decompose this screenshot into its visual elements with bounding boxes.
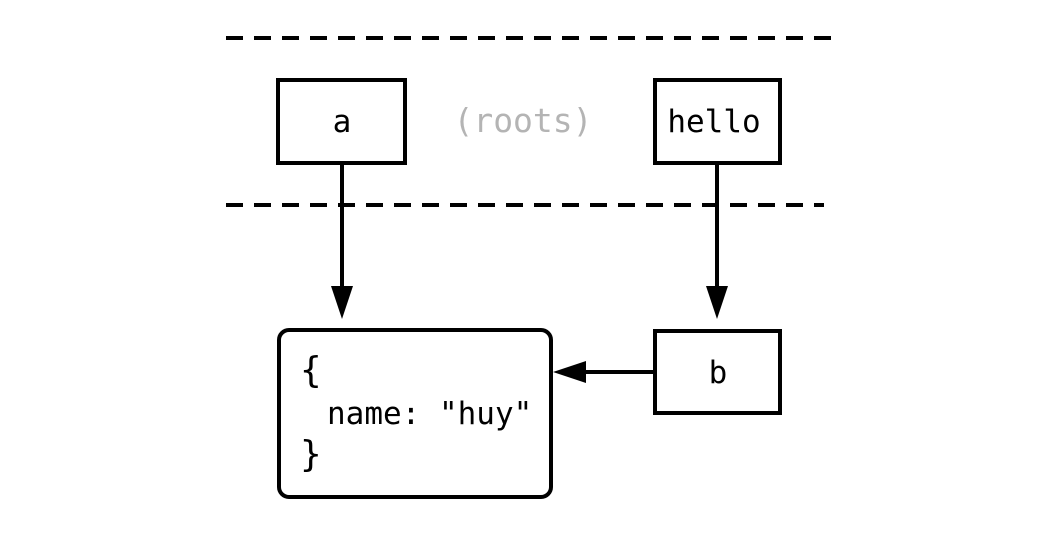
object-close-brace: } (300, 434, 322, 475)
object-node: { name: "huy" } (277, 328, 553, 499)
edge-b-to-object (553, 361, 655, 383)
edge-a-to-object (331, 163, 353, 319)
object-property-line: name: "huy" (327, 396, 532, 432)
node-a-label: a (333, 104, 352, 140)
node-b-label: b (709, 355, 728, 391)
object-box (277, 328, 553, 499)
edge-hello-to-b-arrowhead (706, 286, 728, 319)
object-open-brace: { (300, 350, 322, 391)
node-hello-label: hello (667, 104, 760, 140)
node-hello: hello (653, 78, 782, 165)
node-a-box (276, 78, 407, 165)
node-a: a (276, 78, 407, 165)
roots-label: (roots) (453, 101, 592, 140)
node-hello-box (653, 78, 782, 165)
edge-hello-to-b (706, 163, 728, 319)
node-b: b (653, 329, 782, 415)
edge-b-to-object-arrowhead (553, 361, 586, 383)
edge-a-to-object-arrowhead (331, 286, 353, 319)
